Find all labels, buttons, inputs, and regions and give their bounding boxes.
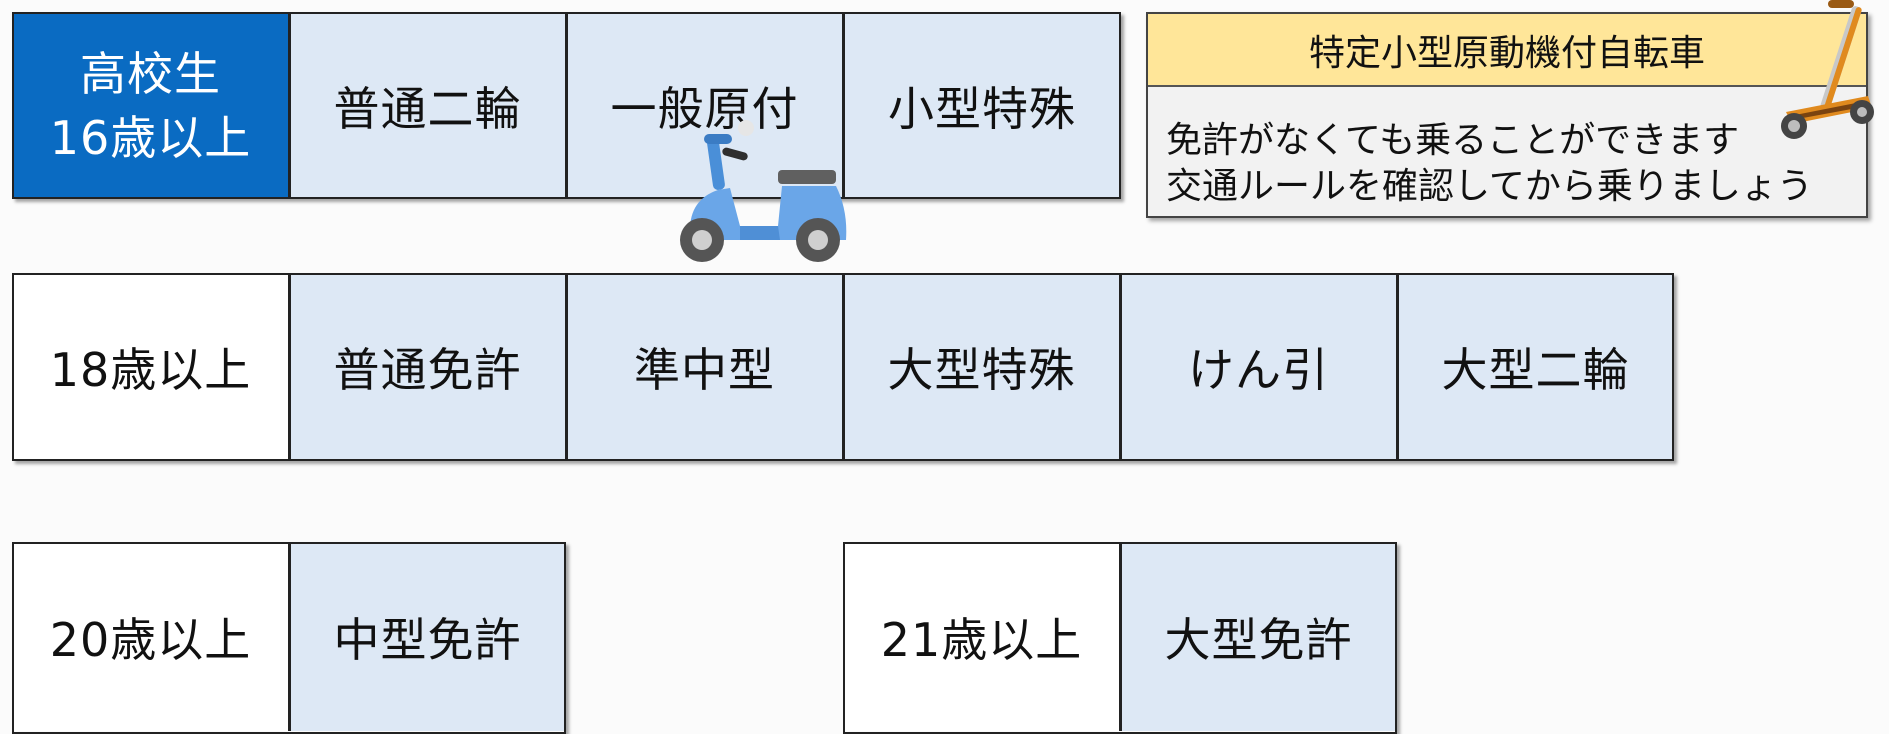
age-cell-18: 18歳以上 bbox=[12, 273, 289, 461]
license-cell-futsu: 普通免許 bbox=[289, 273, 566, 461]
moped-icon bbox=[680, 120, 847, 262]
age-cell-highschool: 高校生 16歳以上 bbox=[12, 12, 289, 199]
license-cell-junchugata: 準中型 bbox=[566, 273, 843, 461]
note-title: 特定小型原動機付自転車 bbox=[1148, 14, 1866, 87]
license-cell-kogata-tokushu: 小型特殊 bbox=[843, 12, 1121, 199]
kick-scooter-icon bbox=[1781, 0, 1874, 139]
license-cell-chugata: 中型免許 bbox=[289, 542, 566, 731]
license-cell-ippan-gentsuki: 一般原付 bbox=[566, 12, 843, 199]
license-cell-ogata: 大型免許 bbox=[1120, 542, 1397, 731]
age-label-16: 16歳以上 bbox=[49, 110, 252, 165]
note-line-2: 交通ルールを確認してから乗りましょう bbox=[1166, 166, 1813, 207]
age-cell-20: 20歳以上 bbox=[12, 542, 289, 731]
license-cell-kenin: けん引 bbox=[1120, 273, 1397, 461]
age-cell-21: 21歳以上 bbox=[843, 542, 1120, 731]
license-cell-ogata-tokushu: 大型特殊 bbox=[843, 273, 1120, 461]
license-cell-futsu-nirin: 普通二輪 bbox=[289, 12, 566, 199]
age-label-highschool: 高校生 bbox=[80, 46, 221, 101]
note-box-tokutei-kogata: 特定小型原動機付自転車 免許がなくても乗ることができます 交通ルールを確認してか… bbox=[1146, 12, 1868, 218]
license-cell-ogata-nirin: 大型二輪 bbox=[1397, 273, 1674, 461]
note-line-1: 免許がなくても乗ることができます bbox=[1166, 120, 1740, 161]
